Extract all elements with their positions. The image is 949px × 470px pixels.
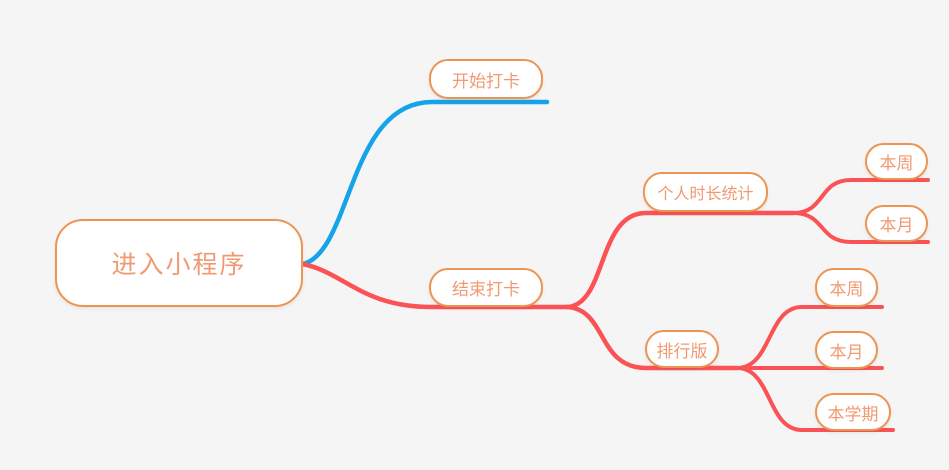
edge-duration-stats-to-week — [791, 178, 930, 215]
node-rank-this-month-label: 本月 — [829, 342, 864, 362]
node-start-checkin[interactable]: 开始打卡 — [429, 59, 543, 99]
edge-end-checkin-to-leaderboard — [564, 304, 740, 371]
node-stats-this-week-label: 本周 — [879, 154, 914, 173]
node-start-checkin-label: 开始打卡 — [452, 71, 520, 91]
node-root-label: 进入小程序 — [111, 251, 247, 279]
edge-root-to-start-checkin — [300, 99, 550, 267]
node-stats-this-month-label: 本月 — [879, 216, 914, 235]
node-rank-this-week[interactable]: 本周 — [815, 268, 878, 307]
node-leaderboard[interactable]: 排行版 — [645, 330, 719, 368]
node-stats-this-month[interactable]: 本月 — [865, 205, 928, 242]
edge-leaderboard-to-week — [735, 305, 884, 370]
node-end-checkin[interactable]: 结束打卡 — [429, 268, 543, 307]
edge-leaderboard-to-semester — [735, 366, 895, 432]
node-personal-duration-stats-label: 个人时长统计 — [657, 186, 754, 203]
node-rank-this-month[interactable]: 本月 — [815, 331, 878, 369]
node-leaderboard-label: 排行版 — [656, 341, 708, 361]
edge-duration-stats-to-month — [791, 211, 930, 244]
node-personal-duration-stats[interactable]: 个人时长统计 — [643, 172, 768, 212]
edge-end-checkin-to-duration-stats — [564, 210, 796, 310]
node-end-checkin-label: 结束打卡 — [452, 280, 520, 299]
node-stats-this-week[interactable]: 本周 — [865, 143, 928, 180]
edge-root-to-end-checkin — [300, 261, 570, 310]
node-rank-this-semester[interactable]: 本学期 — [815, 393, 891, 431]
node-rank-this-week-label: 本周 — [829, 280, 864, 299]
node-root[interactable]: 进入小程序 — [55, 219, 303, 307]
node-rank-this-semester-label: 本学期 — [827, 404, 879, 424]
